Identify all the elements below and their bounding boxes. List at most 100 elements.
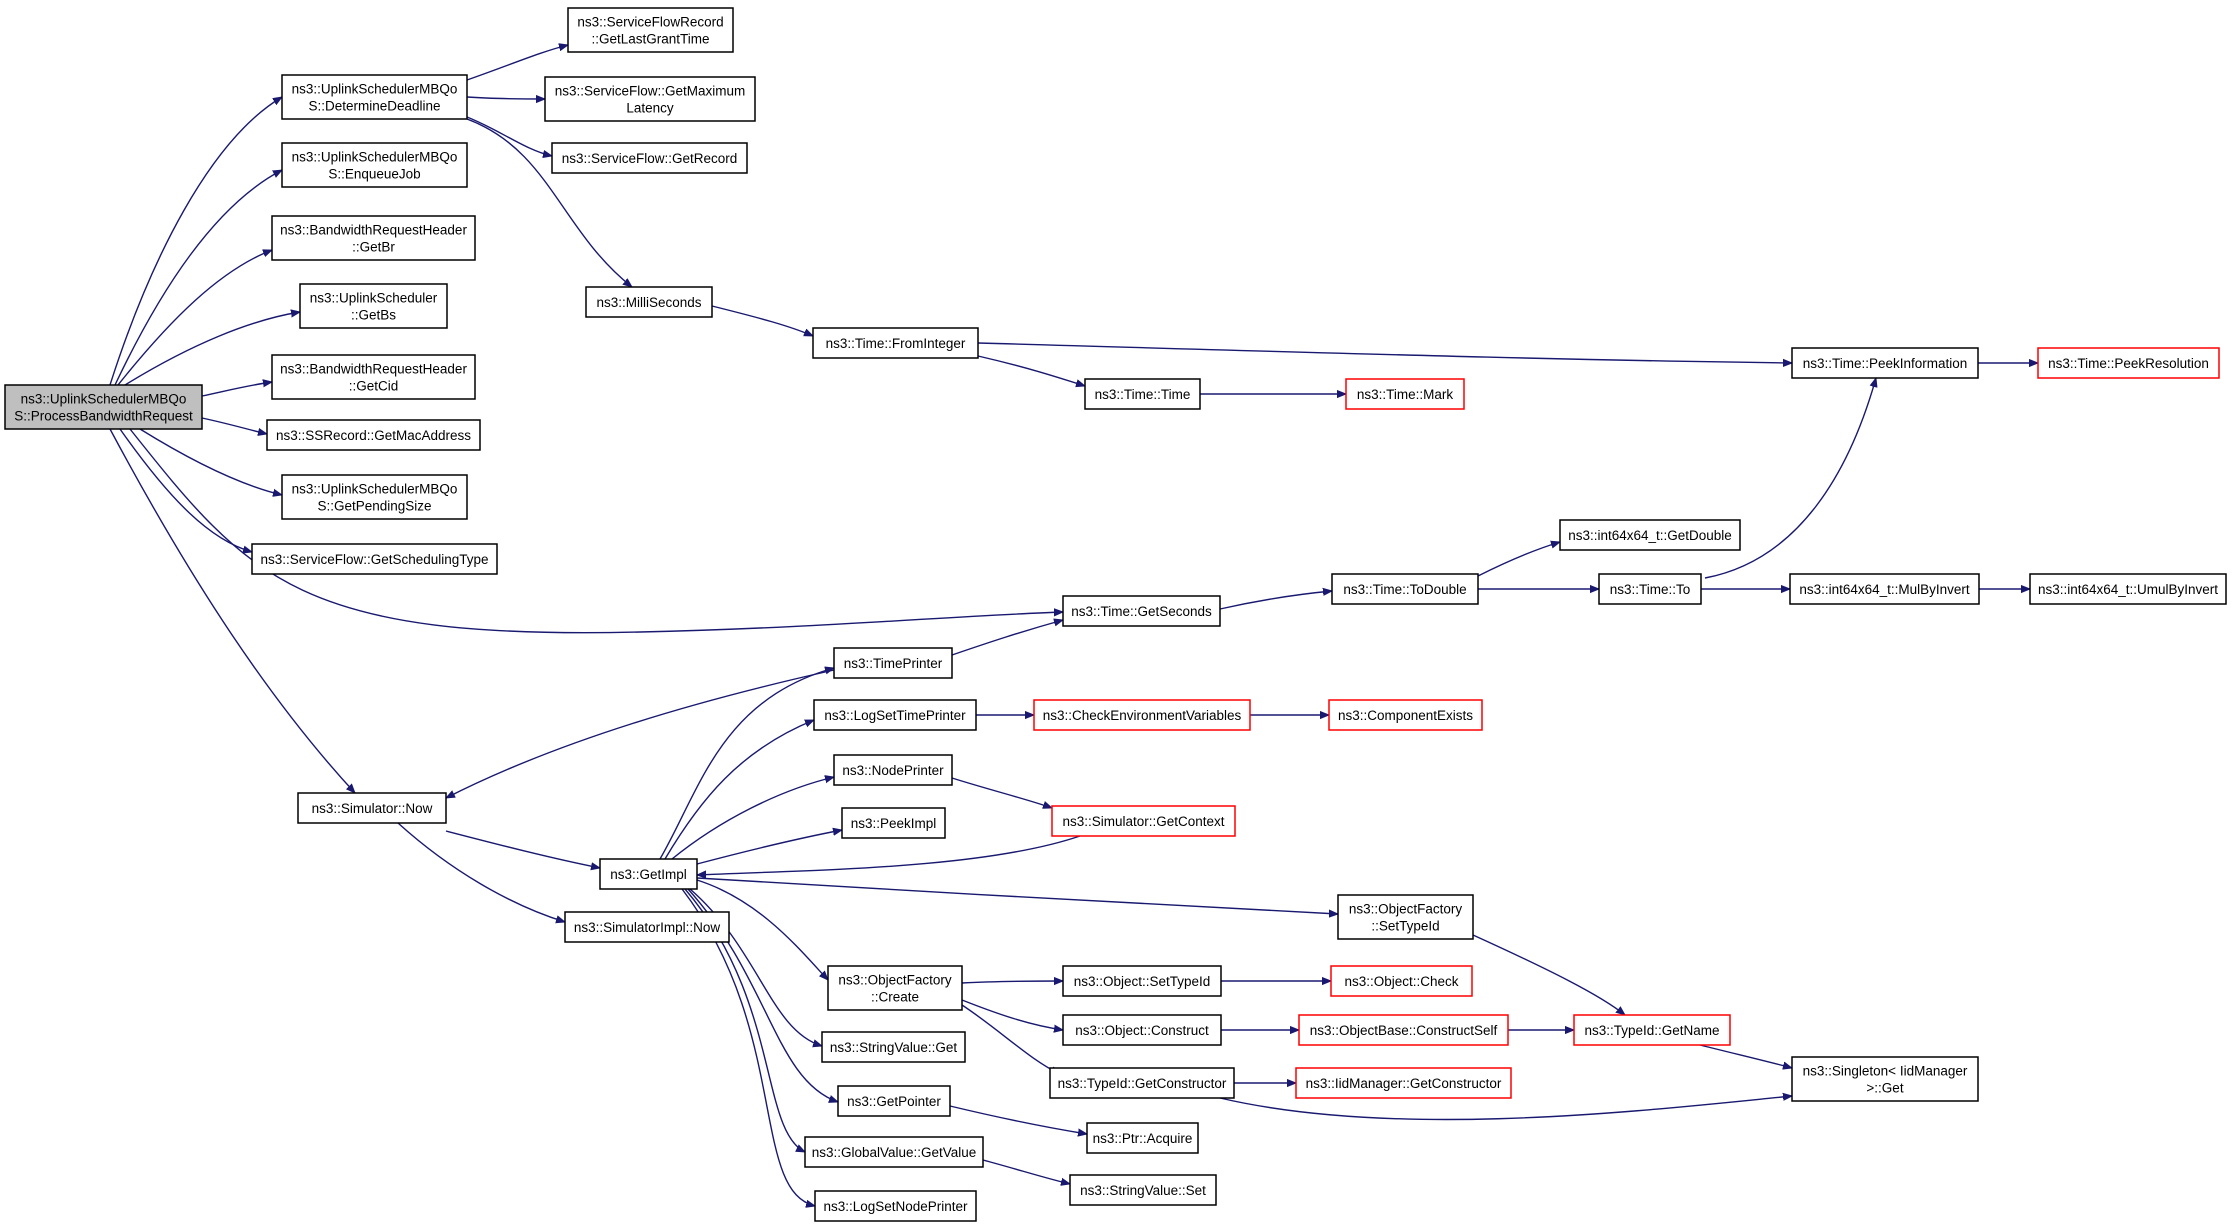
node-to-double[interactable]: ns3::Time::ToDouble <box>1331 573 1479 605</box>
node-box[interactable] <box>281 142 468 188</box>
node-box[interactable] <box>299 283 448 329</box>
node-get-double[interactable]: ns3::int64x64_t::GetDouble <box>1559 519 1741 551</box>
node-box[interactable] <box>271 215 476 261</box>
node-simulator-get-context[interactable]: ns3::Simulator::GetContext <box>1051 805 1236 837</box>
node-box[interactable] <box>1789 573 1980 605</box>
node-box[interactable] <box>297 792 447 824</box>
node-box[interactable] <box>1062 595 1221 627</box>
node-get-impl[interactable]: ns3::GetImpl <box>599 858 698 890</box>
node-umul-by-invert[interactable]: ns3::int64x64_t::UmulByInvert <box>2029 573 2227 605</box>
node-get-mac-address[interactable]: ns3::SSRecord::GetMacAddress <box>266 419 481 451</box>
node-box[interactable] <box>1049 1067 1235 1099</box>
node-time-printer[interactable]: ns3::TimePrinter <box>833 647 953 679</box>
node-ptr-acquire[interactable]: ns3::Ptr::Acquire <box>1086 1122 1199 1154</box>
node-get-scheduling-type[interactable]: ns3::ServiceFlow::GetSchedulingType <box>251 543 498 575</box>
node-simulator-now[interactable]: ns3::Simulator::Now <box>297 792 447 824</box>
node-peek-impl[interactable]: ns3::PeekImpl <box>841 807 946 839</box>
node-peek-resolution[interactable]: ns3::Time::PeekResolution <box>2037 347 2220 379</box>
node-component-exists[interactable]: ns3::ComponentExists <box>1328 699 1483 731</box>
node-type-id-get-name[interactable]: ns3::TypeId::GetName <box>1573 1014 1731 1046</box>
node-box[interactable] <box>1598 573 1702 605</box>
node-object-set-type-id[interactable]: ns3::Object::SetTypeId <box>1062 965 1222 997</box>
node-box[interactable] <box>1033 699 1251 731</box>
node-object-construct[interactable]: ns3::Object::Construct <box>1062 1014 1222 1046</box>
node-get-br[interactable]: ns3::BandwidthRequestHeader::GetBr <box>271 215 476 261</box>
node-box[interactable] <box>1337 894 1474 940</box>
node-box[interactable] <box>281 74 468 120</box>
node-time-time[interactable]: ns3::Time::Time <box>1084 378 1201 410</box>
node-box[interactable] <box>1069 1174 1217 1206</box>
node-box[interactable] <box>567 7 734 53</box>
node-get-pointer[interactable]: ns3::GetPointer <box>837 1085 951 1117</box>
node-box[interactable] <box>1791 347 1979 379</box>
node-node-printer[interactable]: ns3::NodePrinter <box>833 754 953 786</box>
node-box[interactable] <box>1298 1014 1509 1046</box>
node-object-factory-set-type-id[interactable]: ns3::ObjectFactory::SetTypeId <box>1337 894 1474 940</box>
node-get-cid[interactable]: ns3::BandwidthRequestHeader::GetCid <box>271 354 476 400</box>
node-box[interactable] <box>813 699 977 731</box>
node-mul-by-invert[interactable]: ns3::int64x64_t::MulByInvert <box>1789 573 1980 605</box>
node-time-to[interactable]: ns3::Time::To <box>1598 573 1702 605</box>
node-box[interactable] <box>4 384 203 430</box>
node-box[interactable] <box>833 754 953 786</box>
node-box[interactable] <box>1559 519 1741 551</box>
node-box[interactable] <box>814 1190 977 1222</box>
node-from-integer[interactable]: ns3::Time::FromInteger <box>812 327 979 359</box>
node-box[interactable] <box>804 1136 984 1168</box>
node-box[interactable] <box>266 419 481 451</box>
node-box[interactable] <box>833 647 953 679</box>
node-box[interactable] <box>599 858 698 890</box>
node-box[interactable] <box>1062 1014 1222 1046</box>
node-box[interactable] <box>1084 378 1201 410</box>
node-time-mark[interactable]: ns3::Time::Mark <box>1345 378 1465 410</box>
node-peek-information[interactable]: ns3::Time::PeekInformation <box>1791 347 1979 379</box>
node-box[interactable] <box>1328 699 1483 731</box>
node-iid-manager-get-constructor[interactable]: ns3::IidManager::GetConstructor <box>1295 1067 1512 1099</box>
node-determine-deadline[interactable]: ns3::UplinkSchedulerMBQoS::DetermineDead… <box>281 74 468 120</box>
node-box[interactable] <box>585 286 713 318</box>
node-box[interactable] <box>251 543 498 575</box>
node-get-record[interactable]: ns3::ServiceFlow::GetRecord <box>551 142 748 174</box>
node-box[interactable] <box>281 474 468 520</box>
node-box[interactable] <box>271 354 476 400</box>
node-box[interactable] <box>821 1031 966 1063</box>
node-box[interactable] <box>1791 1056 1979 1102</box>
node-string-value-set[interactable]: ns3::StringValue::Set <box>1069 1174 1217 1206</box>
node-simulator-impl-now[interactable]: ns3::SimulatorImpl::Now <box>564 911 730 943</box>
node-milli-seconds[interactable]: ns3::MilliSeconds <box>585 286 713 318</box>
node-box[interactable] <box>1330 965 1473 997</box>
node-box[interactable] <box>1062 965 1222 997</box>
node-box[interactable] <box>551 142 748 174</box>
node-box[interactable] <box>837 1085 951 1117</box>
node-construct-self[interactable]: ns3::ObjectBase::ConstructSelf <box>1298 1014 1509 1046</box>
node-box[interactable] <box>1573 1014 1731 1046</box>
node-box[interactable] <box>1345 378 1465 410</box>
node-box[interactable] <box>812 327 979 359</box>
node-global-value-get-value[interactable]: ns3::GlobalValue::GetValue <box>804 1136 984 1168</box>
node-log-set-time-printer[interactable]: ns3::LogSetTimePrinter <box>813 699 977 731</box>
node-process-bandwidth-request[interactable]: ns3::UplinkSchedulerMBQoS::ProcessBandwi… <box>4 384 203 430</box>
node-get-bs[interactable]: ns3::UplinkScheduler::GetBs <box>299 283 448 329</box>
node-box[interactable] <box>2037 347 2220 379</box>
node-object-check[interactable]: ns3::Object::Check <box>1330 965 1473 997</box>
node-type-id-get-constructor[interactable]: ns3::TypeId::GetConstructor <box>1049 1067 1235 1099</box>
node-box[interactable] <box>1331 573 1479 605</box>
node-box[interactable] <box>841 807 946 839</box>
node-check-env-vars[interactable]: ns3::CheckEnvironmentVariables <box>1033 699 1251 731</box>
node-get-last-grant-time[interactable]: ns3::ServiceFlowRecord::GetLastGrantTime <box>567 7 734 53</box>
node-log-set-node-printer[interactable]: ns3::LogSetNodePrinter <box>814 1190 977 1222</box>
node-string-value-get[interactable]: ns3::StringValue::Get <box>821 1031 966 1063</box>
node-object-factory-create[interactable]: ns3::ObjectFactory::Create <box>827 965 963 1011</box>
node-box[interactable] <box>1086 1122 1199 1154</box>
node-singleton-get[interactable]: ns3::Singleton< IidManager >::Get <box>1791 1056 1979 1102</box>
node-get-seconds[interactable]: ns3::Time::GetSeconds <box>1062 595 1221 627</box>
node-box[interactable] <box>564 911 730 943</box>
node-box[interactable] <box>1295 1067 1512 1099</box>
node-box[interactable] <box>2029 573 2227 605</box>
node-get-pending-size[interactable]: ns3::UplinkSchedulerMBQoS::GetPendingSiz… <box>281 474 468 520</box>
node-box[interactable] <box>827 965 963 1011</box>
node-box[interactable] <box>1051 805 1236 837</box>
node-box[interactable] <box>544 76 756 122</box>
